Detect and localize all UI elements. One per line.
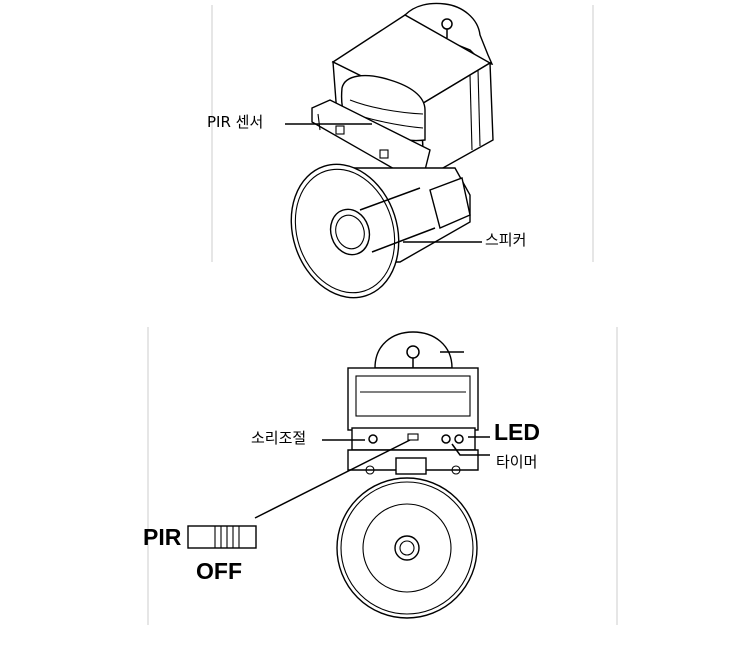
- led-indicator: [454, 434, 464, 444]
- label-timer: 타이머: [496, 453, 538, 471]
- label-switch-pir: PIR: [143, 524, 182, 550]
- pir-off-switch: [407, 433, 419, 441]
- switch-illustration: [187, 525, 257, 549]
- front-view: [147, 327, 618, 625]
- label-volume: 소리조절: [251, 429, 307, 447]
- hanging-tab: [374, 331, 453, 369]
- speaker-front: [336, 477, 478, 619]
- label-pir-sensor: PIR 센서: [207, 113, 264, 131]
- volume-knob: [368, 434, 378, 444]
- wall-bracket: [404, 2, 494, 65]
- timer-knob: [441, 434, 451, 444]
- label-switch-off: OFF: [196, 558, 242, 584]
- isometric-view: [211, 2, 594, 299]
- label-led: LED: [494, 419, 540, 445]
- control-panel: [351, 427, 476, 451]
- speaker-horn: [290, 163, 471, 299]
- label-speaker: 스피커: [485, 231, 527, 249]
